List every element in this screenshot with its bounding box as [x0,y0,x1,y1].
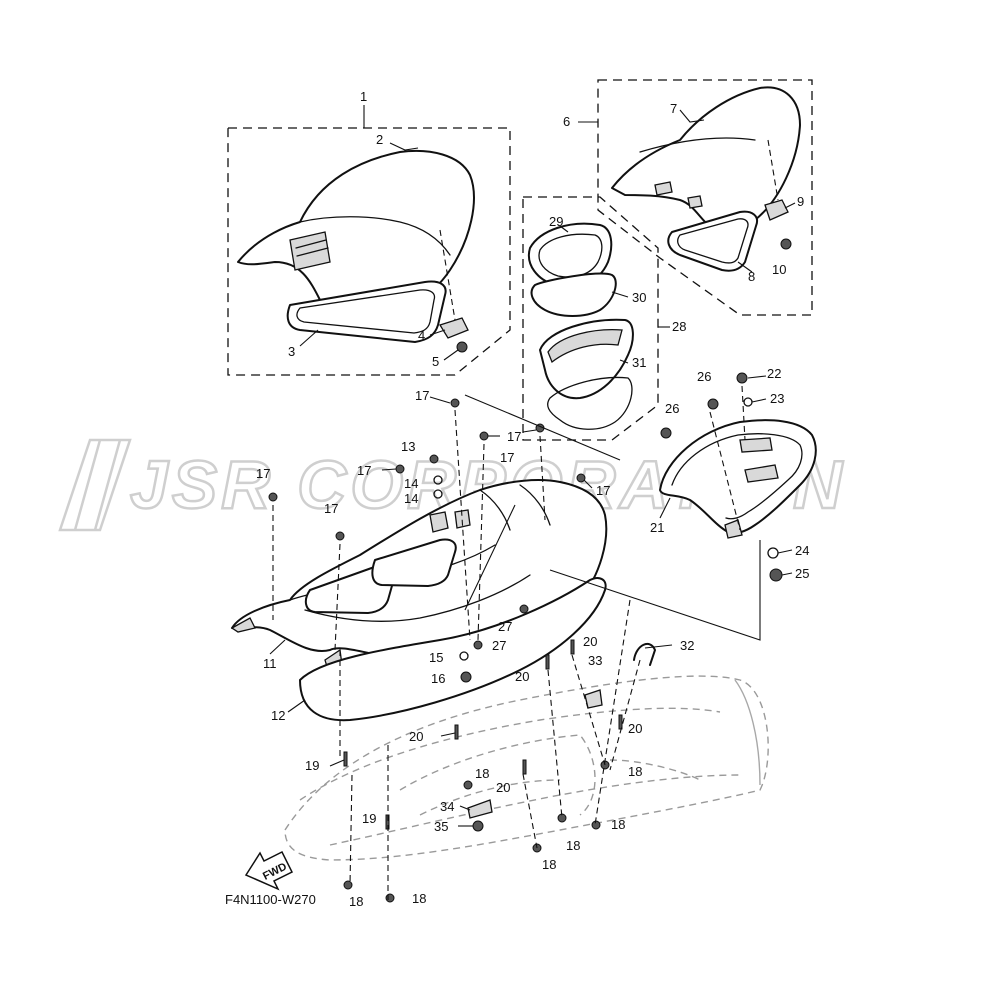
callout-20e: 20 [628,721,642,736]
callout-3: 3 [288,344,295,359]
callout-19b: 19 [362,811,376,826]
seat-assembly-1 [227,127,511,376]
callout-24: 24 [795,543,809,558]
leader-lines [269,105,796,900]
callout-29: 29 [549,214,563,229]
callout-27b: 27 [492,638,506,653]
seat-hook-4 [439,317,469,339]
bolt-26a [707,398,719,410]
fwd-arrow-icon [244,850,294,891]
callout-34: 34 [440,799,454,814]
callout-20a: 20 [583,634,597,649]
callout-5: 5 [432,354,439,369]
seat-assembly-6 [597,79,813,316]
callout-28: 28 [672,319,686,334]
callout-6: 6 [563,114,570,129]
callout-8: 8 [748,269,755,284]
callout-17e: 17 [256,466,270,481]
watermark-logo-mark [58,438,132,532]
nut-16 [460,671,472,683]
hull-outline [284,675,769,861]
callout-30: 30 [632,290,646,305]
washer-24 [767,547,779,559]
callout-16: 16 [431,671,445,686]
seat-hook-9 [764,199,789,221]
callout-20b: 20 [515,669,529,684]
rear-seat [611,86,801,233]
callout-1: 1 [360,89,367,104]
callout-4: 4 [418,328,425,343]
storage-box-assembly-28 [522,196,659,441]
bolt-26b [660,427,672,439]
seat-seal-frame-8 [667,210,758,272]
washer-15 [459,651,469,661]
screw-22 [736,372,748,384]
storage-seal-30 [530,272,617,317]
callout-9: 9 [797,194,804,209]
fwd-arrow: FWD [244,850,294,891]
callout-14b: 14 [404,491,418,506]
bolt-10 [780,238,792,250]
washer-14b [433,489,443,499]
callout-26a: 26 [697,369,711,384]
callout-17b: 17 [507,429,521,444]
callout-18d: 18 [566,838,580,853]
callout-35: 35 [434,819,448,834]
callout-31: 31 [632,355,646,370]
callout-32: 32 [680,638,694,653]
callout-33: 33 [588,653,602,668]
rear-tray-21 [659,419,817,539]
callout-23: 23 [770,391,784,406]
clip-35 [472,820,484,832]
nut-25 [769,568,783,582]
callout-19a: 19 [305,758,319,773]
grommet-13 [429,454,439,464]
callout-13: 13 [401,439,415,454]
callout-18b: 18 [628,764,642,779]
callout-17g: 17 [596,483,610,498]
bolt-5 [456,341,468,353]
diagram-code: F4N1100-W270 [225,892,316,907]
callout-10: 10 [772,262,786,277]
callout-21: 21 [650,520,664,535]
seat-seal-frame-3 [286,280,447,343]
callout-22: 22 [767,366,781,381]
callout-18f: 18 [349,894,363,909]
callout-20c: 20 [409,729,423,744]
callout-27a: 27 [498,619,512,634]
callouts: 1 2 3 4 5 6 7 8 9 10 11 12 13 14 14 15 1… [256,89,809,909]
callout-18e: 18 [542,857,556,872]
callout-18g: 18 [412,891,426,906]
callout-20d: 20 [496,780,510,795]
callout-7: 7 [670,101,677,116]
storage-box-seal [547,376,633,430]
front-seat [237,149,475,322]
callout-17a: 17 [415,388,429,403]
clip-27a [519,604,529,614]
hook-32 [633,642,656,666]
callout-12: 12 [271,708,285,723]
washer-23 [743,397,753,407]
callout-17f: 17 [324,501,338,516]
clip-27b [473,640,483,650]
callout-2: 2 [376,132,383,147]
callout-25: 25 [795,566,809,581]
callout-18a: 18 [475,766,489,781]
callout-14a: 14 [404,476,418,491]
callout-11: 11 [263,656,277,671]
callout-18c: 18 [611,817,625,832]
deck-body-11 [230,479,608,671]
callout-17c: 17 [500,450,514,465]
hardware [268,372,783,903]
callout-26b: 26 [665,401,679,416]
deck-seal-12 [299,577,607,722]
callout-15: 15 [429,650,443,665]
washer-14a [433,475,443,485]
callout-17d: 17 [357,463,371,478]
bracket-34 [467,799,493,819]
